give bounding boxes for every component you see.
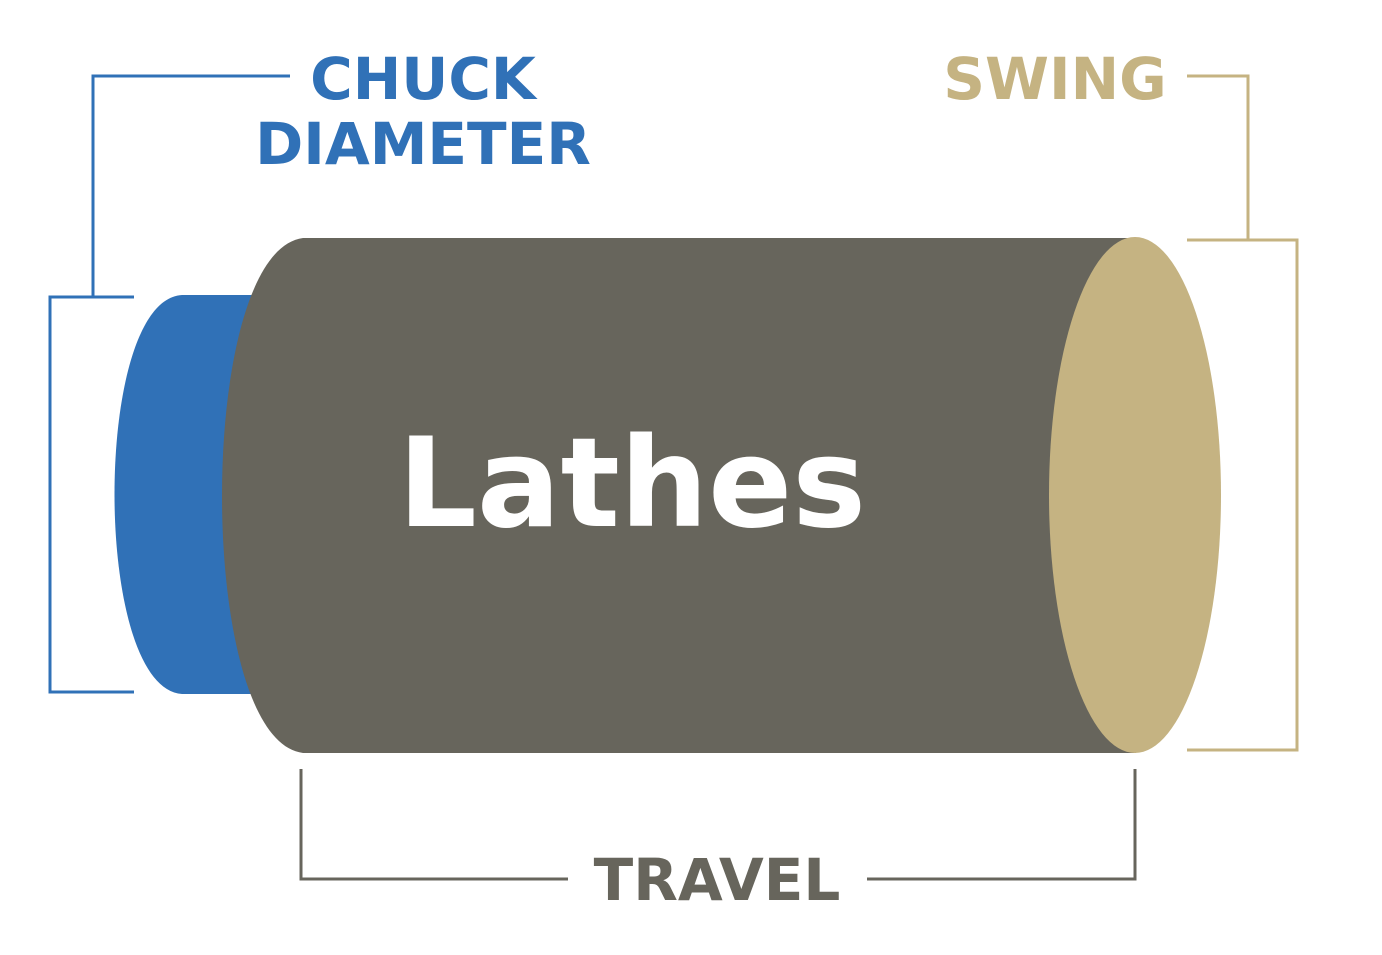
travel-bracket-right: [867, 769, 1137, 881]
swing-face: [1049, 237, 1221, 753]
cylinder-body: [222, 238, 1136, 753]
chuck-leader-line: [91, 74, 290, 297]
travel-label: TRAVEL: [594, 846, 841, 914]
chuck-shape: [114, 295, 262, 694]
swing-bracket: [1187, 238, 1299, 752]
center-label: Lathes: [398, 412, 866, 556]
chuck-label-line2: DIAMETER: [255, 110, 591, 178]
swing-label: SWING: [943, 45, 1166, 113]
swing-leader-line: [1187, 74, 1250, 240]
travel-bracket-left: [299, 769, 568, 881]
chuck-label-line1: CHUCK: [310, 45, 538, 113]
